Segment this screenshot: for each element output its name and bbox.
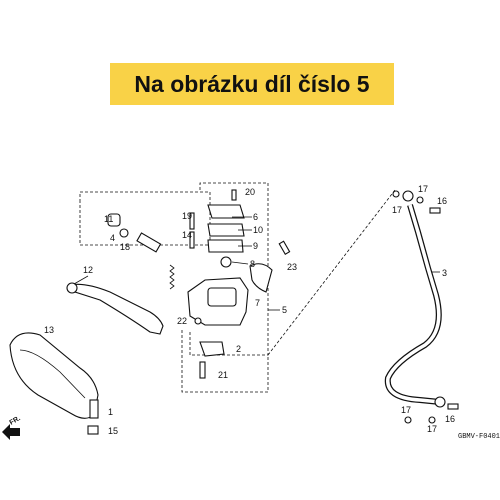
part-label: 10 — [253, 225, 263, 235]
float-ring — [220, 256, 232, 268]
left-assembly-frame — [79, 191, 211, 246]
part-label: 11 — [104, 214, 113, 224]
washer-17-a — [392, 190, 400, 198]
reservoir-cap — [207, 204, 245, 219]
washer-17-c — [404, 416, 412, 424]
part-label: 4 — [110, 233, 115, 243]
hand-guard-edge — [19, 349, 86, 399]
piston — [136, 232, 162, 253]
part-label: 14 — [182, 230, 192, 240]
front-direction-label: FR. — [9, 415, 22, 427]
piston-boot — [107, 213, 121, 227]
banjo-upper — [402, 190, 414, 202]
diagram-code: GBMV-F0401 — [458, 433, 500, 441]
part-label: 20 — [245, 187, 255, 197]
bolt-23 — [278, 240, 291, 255]
brake-hose — [384, 204, 442, 405]
part-label: 21 — [218, 370, 228, 380]
part-number-banner: Na obrázku díl číslo 5 — [110, 63, 394, 105]
banner-text: Na obrázku díl číslo 5 — [134, 70, 370, 97]
screw-20 — [231, 189, 237, 201]
banjo-lower — [434, 396, 446, 408]
part-label: 7 — [255, 298, 260, 308]
part-label: 9 — [253, 241, 258, 251]
bolt-16-upper — [429, 207, 441, 214]
hand-guard — [9, 332, 99, 419]
part-label: 13 — [44, 325, 54, 335]
part-label: 15 — [108, 426, 118, 436]
circlip — [119, 228, 129, 238]
pivot-bolt — [89, 399, 99, 419]
washer-22 — [194, 317, 202, 325]
part-label: 5 — [282, 305, 287, 315]
part-label: 17 — [392, 205, 402, 215]
washer-17-d — [428, 416, 436, 424]
lever-pivot — [66, 282, 78, 294]
nut-15 — [87, 425, 99, 435]
hose-leader-line — [267, 189, 396, 356]
washer-17-b — [416, 196, 424, 204]
part-label: 23 — [287, 262, 297, 272]
bolt-16-lower — [447, 403, 459, 410]
part-label: 17 — [418, 184, 428, 194]
leader-12 — [73, 275, 89, 285]
part-label: 1 — [108, 407, 113, 417]
part-label: 6 — [253, 212, 258, 222]
part-label: 18 — [120, 242, 130, 252]
brake-lever — [69, 283, 164, 335]
holder — [249, 263, 273, 293]
part-label: 19 — [182, 211, 192, 221]
screw-14 — [189, 231, 195, 249]
cap-plate — [207, 223, 245, 237]
leader-8 — [231, 261, 249, 265]
part-label: 12 — [83, 265, 93, 275]
front-arrow-icon — [2, 424, 20, 440]
part-label: 3 — [442, 268, 447, 278]
diaphragm — [207, 239, 244, 253]
reservoir-window — [207, 287, 237, 307]
part-label: 8 — [250, 259, 255, 269]
part-label: 2 — [236, 344, 241, 354]
part-label: 17 — [427, 424, 437, 434]
part-label: 17 — [401, 405, 411, 415]
piston-spring — [169, 264, 175, 290]
screw-19 — [189, 212, 195, 230]
brake-switch — [199, 341, 225, 357]
part-label: 22 — [177, 316, 187, 326]
brake-hose-core — [386, 204, 441, 404]
part-label: 16 — [445, 414, 455, 424]
part-label: 16 — [437, 196, 447, 206]
screw-21 — [199, 361, 206, 379]
lower-frame — [181, 330, 269, 393]
